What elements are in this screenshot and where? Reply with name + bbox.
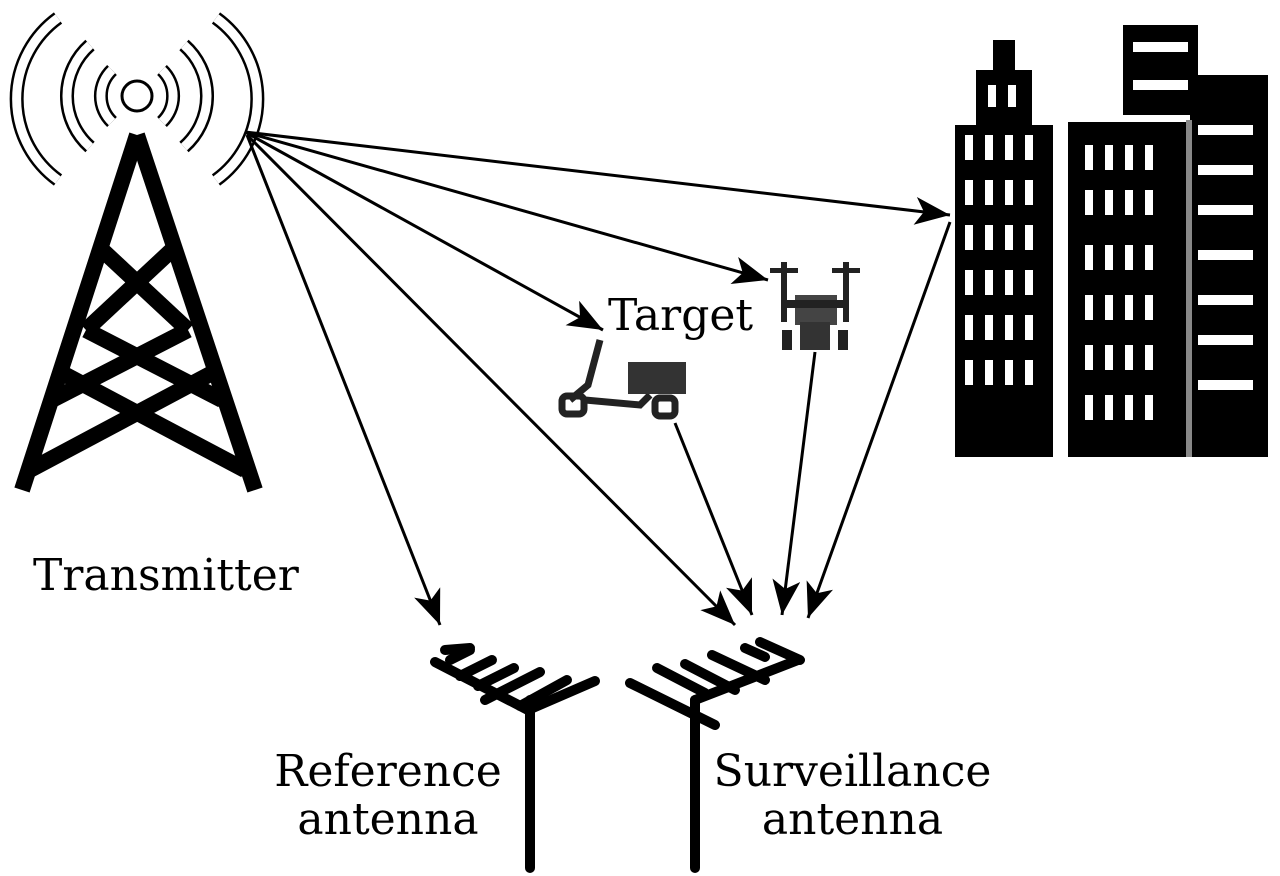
- drone-icon: [770, 262, 860, 350]
- buildings-icon: [955, 25, 1268, 457]
- reference-antenna-label: Reference antenna: [268, 746, 508, 846]
- path-to-buildings: [244, 130, 951, 225]
- transmitter-label: Transmitter: [33, 550, 299, 601]
- reference-label-line2: antenna: [297, 794, 479, 846]
- reference-antenna-icon: [430, 643, 600, 873]
- path-to-scooter: [244, 130, 604, 332]
- path-scooter-to-surveillance: [673, 422, 754, 616]
- transmitter-tower-icon: [9, 12, 265, 493]
- path-direct-to-reference: [245, 134, 442, 626]
- surveillance-label-line1: Surveillance: [713, 746, 992, 797]
- surveillance-antenna-icon: [625, 637, 805, 873]
- target-label: Target: [608, 290, 754, 341]
- path-to-drone: [244, 130, 769, 284]
- surveillance-label-line2: antenna: [761, 794, 944, 846]
- surveillance-antenna-label: Surveillance antenna: [705, 746, 1000, 846]
- reference-label-line1: Reference: [274, 746, 502, 797]
- scooter-icon: [558, 339, 686, 420]
- path-drone-to-surveillance: [772, 351, 817, 616]
- signal-paths: [244, 130, 952, 627]
- path-buildings-to-surveillance: [806, 221, 952, 619]
- path-direct-to-surveillance: [245, 133, 737, 627]
